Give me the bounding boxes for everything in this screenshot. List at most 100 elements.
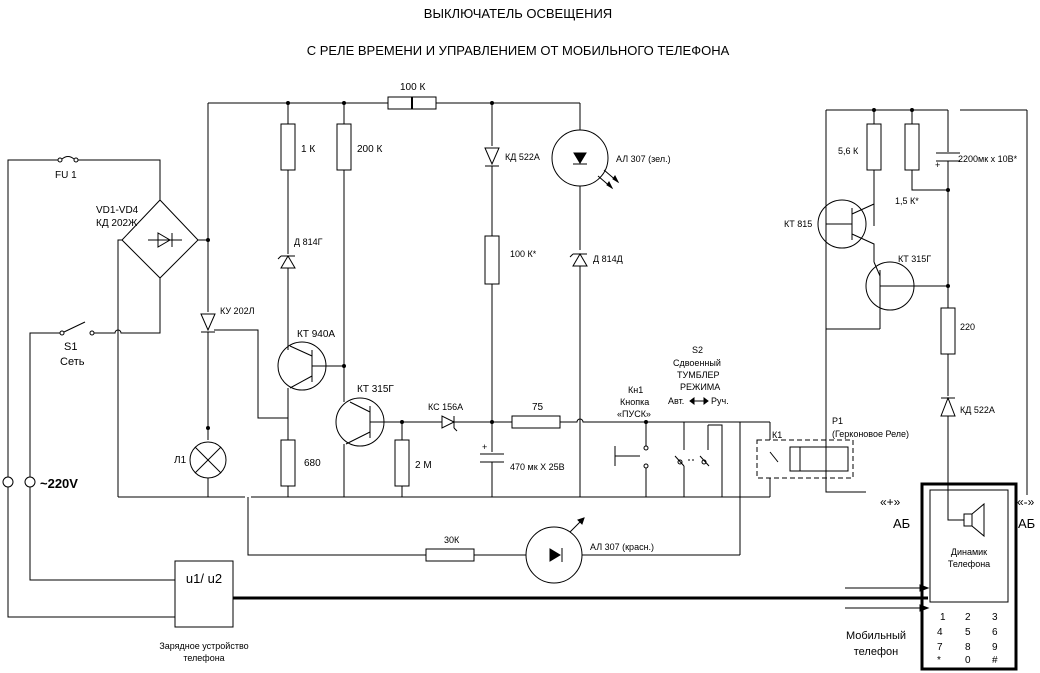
- kt315a-label: КТ 315Г: [357, 384, 394, 395]
- zener-ks156a: КС 156А: [428, 402, 512, 432]
- ab-plus-1: «+»: [880, 495, 901, 509]
- k1-label: К1: [772, 430, 782, 440]
- thyristor-ku202l: КУ 202Л: [200, 238, 288, 440]
- resistor-220: 220: [940, 307, 975, 396]
- mains-terminal-2: [24, 476, 36, 488]
- d814g-label: Д 814Г: [294, 237, 323, 247]
- bridge-label-2: КД 202Ж: [96, 218, 138, 229]
- r1k-label: 1 К: [301, 144, 315, 155]
- key-hash: #: [992, 655, 998, 666]
- lamp-label: Л1: [174, 455, 187, 466]
- al307r-label: АЛ 307 (красн.): [590, 542, 654, 552]
- speaker-label-2: Телефона: [948, 559, 990, 569]
- keypad: 1 2 3 4 5 6 7 8 9 * 0 #: [937, 612, 998, 666]
- kt315b-label: КТ 315Г: [898, 254, 931, 264]
- transistor-kt315g-b: КТ 315Г: [865, 254, 948, 329]
- title-line-1: ВЫКЛЮЧАТЕЛЬ ОСВЕЩЕНИЯ: [424, 6, 612, 21]
- key-2: 2: [965, 612, 971, 623]
- s2-label-2: Сдвоенный: [673, 358, 721, 368]
- transistor-kt315g-a: КТ 315Г: [335, 384, 442, 497]
- mobile-phone: «+» АБ «-» АБ Динамик Телефона Мобильный…: [846, 482, 1035, 671]
- zener-d814g: Д 814Г: [277, 170, 323, 350]
- key-star: *: [937, 655, 941, 666]
- switch-s1: S1 Сеть: [59, 278, 161, 368]
- r100kstar-label: 100 К*: [510, 249, 537, 259]
- transistor-kt940a: КТ 940А: [277, 329, 344, 440]
- key-5: 5: [965, 627, 971, 638]
- charger-sub-2: телефона: [183, 653, 224, 663]
- led-al307-red-branch: 30К АЛ 307 (красн.): [247, 497, 740, 584]
- cap2200-plus: +: [935, 160, 940, 170]
- fuse-label: FU 1: [55, 170, 77, 181]
- resistor-100k: 100 К: [387, 82, 437, 110]
- relay-p1: К1 Р1 (Герконовое Реле): [740, 416, 909, 493]
- key-8: 8: [965, 642, 971, 653]
- phone-label-1: Мобильный: [846, 630, 906, 642]
- r2m-label: 2 М: [415, 460, 432, 471]
- speaker-icon: [948, 502, 985, 538]
- key-3: 3: [992, 612, 998, 623]
- r30k-label: 30К: [444, 535, 460, 545]
- key-6: 6: [992, 627, 998, 638]
- button-kn1: Кн1 Кнопка «ПУСК»: [614, 385, 651, 497]
- s1-label: S1: [64, 341, 77, 353]
- s2-man-label: Руч.: [711, 396, 729, 406]
- speaker-label-1: Динамик: [951, 547, 987, 557]
- kn1-label-3: «ПУСК»: [617, 409, 651, 419]
- kn1-label-2: Кнопка: [620, 397, 649, 407]
- p1-label: Р1: [832, 416, 843, 426]
- resistor-200k: 200 К: [336, 103, 382, 402]
- resistor-2m: 2 М: [394, 422, 432, 497]
- resistor-1k: 1 К: [280, 103, 315, 171]
- transistor-kt815: КТ 815: [784, 170, 875, 262]
- charger-u1-u2: u1/ u2 Зарядное устройство телефона: [159, 560, 249, 663]
- kd522b-label: КД 522А: [960, 405, 995, 415]
- title-line-2: С РЕЛЕ ВРЕМЕНИ И УПРАВЛЕНИЕМ ОТ МОБИЛЬНО…: [307, 43, 730, 58]
- key-9: 9: [992, 642, 998, 653]
- charger-label: u1/ u2: [186, 571, 222, 586]
- cap2200-label: 2200мк х 10В*: [958, 154, 1018, 164]
- al307g-label: АЛ 307 (зел.): [616, 154, 671, 164]
- d814d-label: Д 814Д: [593, 254, 623, 264]
- mains-terminal-1: [2, 476, 14, 488]
- kt815-label: КТ 815: [784, 219, 812, 229]
- bridge-label-1: VD1-VD4: [96, 205, 139, 216]
- kd522a-label: КД 522А: [505, 152, 540, 162]
- resistor-5-6k: 5,6 К: [838, 110, 882, 226]
- ab-minus-1: «-»: [1017, 495, 1035, 509]
- s2-label-4: РЕЖИМА: [680, 382, 720, 392]
- r15k-label: 1,5 К*: [895, 196, 919, 206]
- r100k-label: 100 К: [400, 82, 425, 93]
- key-1: 1: [940, 612, 946, 623]
- key-4: 4: [937, 627, 943, 638]
- ab-plus-2: АБ: [893, 516, 910, 531]
- resistor-680: 680: [280, 439, 321, 497]
- diode-kd522a-a: КД 522А: [484, 103, 540, 236]
- phone-label-2: телефон: [854, 646, 898, 658]
- ku-label: КУ 202Л: [220, 306, 255, 316]
- capacitor-470: + 470 мк Х 25В: [480, 442, 565, 497]
- kn1-label-1: Кн1: [628, 385, 643, 395]
- zener-d814d: Д 814Д: [569, 253, 623, 497]
- mains-section: ~220V FU 1 S1 Сеть: [2, 103, 209, 618]
- r75-label: 75: [532, 402, 544, 413]
- mains-label: ~220V: [40, 476, 78, 491]
- led-al307-green: АЛ 307 (зел.): [551, 103, 671, 250]
- ab-minus-2: АБ: [1018, 516, 1035, 531]
- charger-sub-1: Зарядное устройство: [159, 641, 248, 651]
- key-7: 7: [937, 642, 943, 653]
- diode-kd522a-b: КД 522А: [940, 396, 995, 521]
- cap470-plus: +: [482, 442, 487, 452]
- fuse-fu1: FU 1: [55, 156, 161, 200]
- capacitor-2200: + 2200мк х 10В*: [935, 110, 1018, 308]
- r680-label: 680: [304, 458, 321, 469]
- lamp-l1: Л1: [174, 441, 227, 497]
- switch-s2: S2 Сдвоенный ТУМБЛЕР РЕЖИМА Авт. Руч.: [646, 345, 741, 555]
- resistor-1-5k: 1,5 К*: [895, 110, 948, 206]
- s2-auto-label: Авт.: [668, 396, 684, 406]
- diode-bridge: VD1-VD4 КД 202Ж: [96, 103, 209, 497]
- ks156-label: КС 156А: [428, 402, 463, 412]
- s2-label-3: ТУМБЛЕР: [677, 370, 720, 380]
- p1-sub-label: (Герконовое Реле): [832, 429, 909, 439]
